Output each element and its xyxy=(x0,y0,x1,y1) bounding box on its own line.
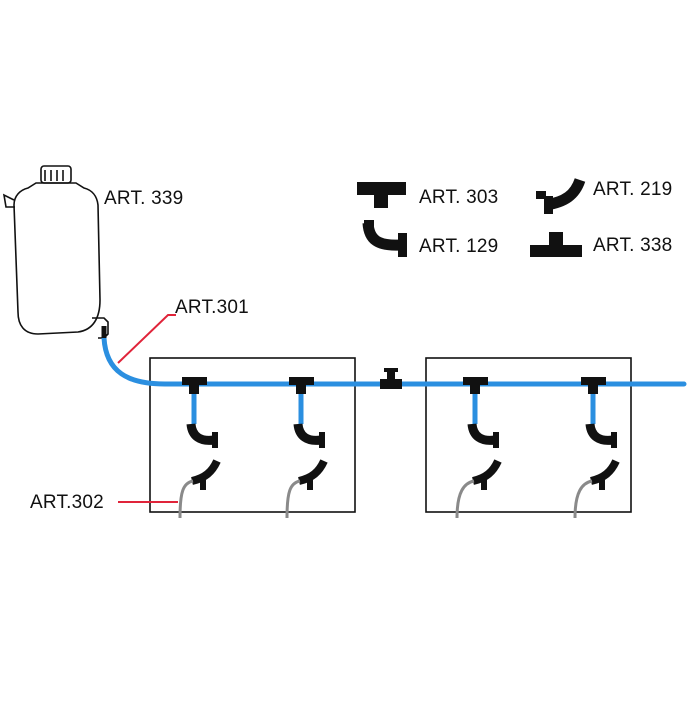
bottle-body xyxy=(13,182,101,335)
elbow-label: ART. 129 xyxy=(419,236,499,257)
branch-4 xyxy=(573,377,620,519)
tube-leader-line xyxy=(117,314,176,364)
elbow-symbol xyxy=(362,220,407,257)
fountain-box-2 xyxy=(425,357,632,513)
drain-leader-label: ART.302 xyxy=(30,492,104,513)
angled-nozzle-label: ART. 219 xyxy=(593,179,673,200)
inline-valve xyxy=(380,368,402,389)
branch-2 xyxy=(285,377,328,519)
angled-nozzle-symbol xyxy=(536,177,586,214)
tee-label: ART. 303 xyxy=(419,187,499,208)
fountain-box-1 xyxy=(149,357,356,513)
bottle-handle xyxy=(2,193,15,208)
main-tube xyxy=(101,335,687,387)
branch-1 xyxy=(178,377,221,519)
branch-3 xyxy=(455,377,502,519)
tube-leader-label: ART.301 xyxy=(175,297,249,318)
tee-symbol xyxy=(357,182,406,208)
valve-label: ART. 338 xyxy=(593,235,673,256)
water-bottle xyxy=(2,165,109,339)
valve-symbol xyxy=(530,232,582,257)
bottle-label: ART. 339 xyxy=(104,188,184,209)
